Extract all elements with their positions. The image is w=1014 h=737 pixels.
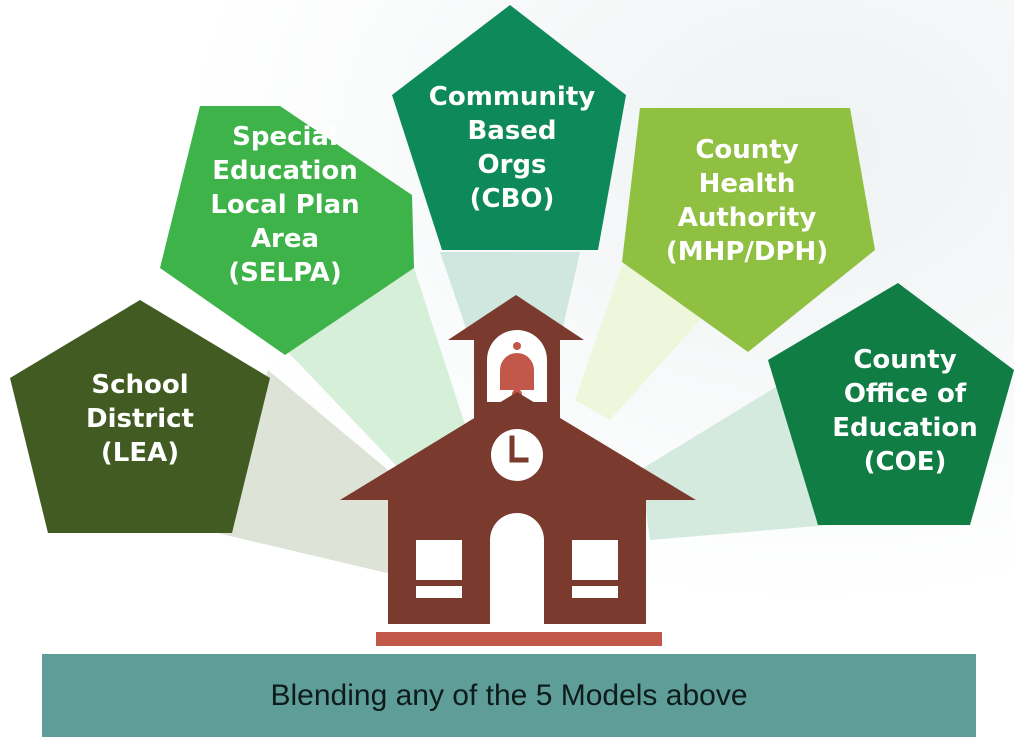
label-cbo-line: Based: [467, 116, 556, 146]
tower-roof: [448, 295, 584, 340]
label-selpa-line: Local Plan: [210, 190, 359, 220]
door: [490, 513, 544, 624]
bell-icon: [500, 353, 534, 390]
label-selpa-line: Education: [212, 156, 358, 186]
label-lea-line: District: [86, 404, 194, 434]
window-right-bottom: [572, 586, 618, 598]
window-right-top: [572, 540, 618, 580]
window-left-bottom: [416, 586, 462, 598]
ground-bar: [376, 632, 662, 646]
label-coe-line: Office of: [844, 379, 967, 409]
pentagon-cbo: [392, 5, 626, 250]
label-cbo-line: Orgs: [477, 150, 546, 180]
label-coe-line: Education: [832, 413, 978, 443]
label-lea-line: School: [91, 370, 188, 400]
label-mhp-line: County: [695, 135, 798, 165]
label-coe-line: County: [853, 345, 956, 375]
bell-top: [513, 342, 521, 350]
clock-hands: [509, 435, 529, 463]
label-selpa-line: Area: [251, 224, 319, 254]
label-selpa-line: (SELPA): [228, 258, 342, 288]
label-coe-line: (COE): [864, 447, 947, 477]
label-cbo-line: (CBO): [470, 184, 555, 214]
beam-selpa: [288, 262, 470, 480]
pentagon-coe: [768, 283, 1014, 525]
label-mhp-line: (MHP/DPH): [666, 237, 828, 267]
label-mhp-line: Authority: [678, 203, 817, 233]
label-cbo-line: Community: [429, 82, 595, 112]
pentagon-mhp: [622, 108, 875, 352]
banner-text: Blending any of the 5 Models above: [270, 678, 748, 712]
clock-icon: [491, 429, 543, 481]
schoolhouse-icon: [340, 295, 696, 646]
label-mhp-line: Health: [699, 169, 796, 199]
pentagon-lea: [10, 300, 270, 533]
label-lea-line: (LEA): [101, 438, 179, 468]
pentagon-selpa: [160, 106, 414, 355]
summary-banner: Blending any of the 5 Models above: [42, 654, 976, 737]
window-left-top: [416, 540, 462, 580]
label-selpa-line: Special: [232, 122, 338, 152]
